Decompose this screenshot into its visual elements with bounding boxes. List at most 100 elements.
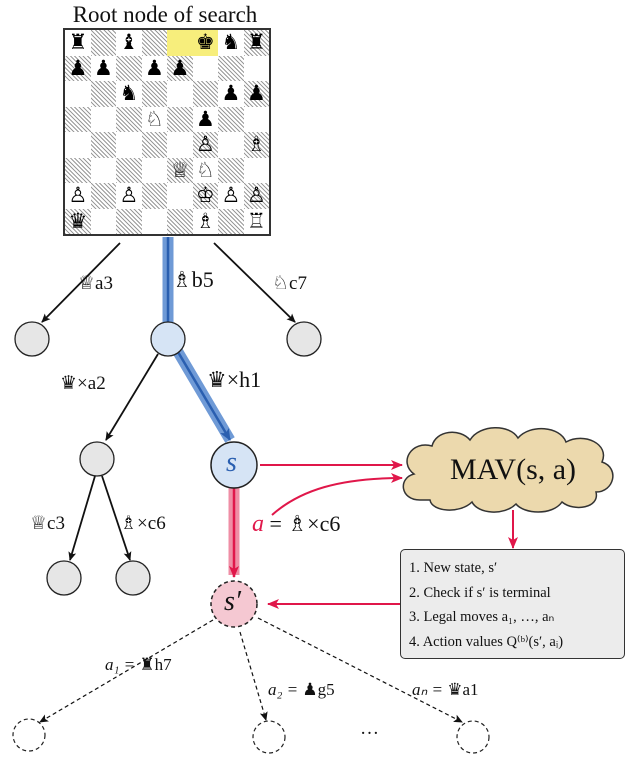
board-square <box>116 132 142 158</box>
black-knight-icon: ♞ <box>218 30 244 56</box>
info-item-new-state: 1. New state, s′ <box>409 560 498 576</box>
white-pawn-icon: ♙ <box>65 183 91 209</box>
board-square <box>192 81 219 107</box>
info-item-legal-moves: 3. Legal moves a₁, …, aₙ <box>409 609 555 625</box>
mav-label: MAV(s, a) <box>449 453 577 486</box>
mav-output-box: 1. New state, s′ 2. Check if s′ is termi… <box>400 549 625 659</box>
white-pawn-icon: ♙ <box>243 183 270 209</box>
board-square <box>218 106 244 133</box>
node-nc7 <box>286 321 322 357</box>
board-square <box>141 30 168 56</box>
board-square <box>141 132 168 158</box>
board-square <box>116 157 142 184</box>
board-square <box>141 157 168 184</box>
board-square <box>218 157 244 184</box>
node-an <box>456 720 490 754</box>
mav-cloud <box>402 427 614 513</box>
board-square <box>116 208 142 235</box>
board-title: Root node of search <box>72 2 258 27</box>
board-square <box>218 208 244 235</box>
edge-label-qa3: ♕a3 <box>78 272 113 294</box>
black-knight-icon: ♞ <box>116 81 142 107</box>
white-bishop-icon: ♗ <box>192 208 219 235</box>
board-square <box>65 157 91 184</box>
white-knight-icon: ♘ <box>141 106 168 133</box>
edge-label-bb5: ♗b5 <box>172 267 214 293</box>
node-bxc6 <box>115 560 151 596</box>
board-square <box>167 183 193 209</box>
white-king-icon: ♔ <box>192 183 219 209</box>
action-label: a = ♗×c6 <box>252 511 341 537</box>
node-bb5 <box>150 321 186 357</box>
black-queen-icon: ♛ <box>65 208 91 235</box>
board-square <box>167 30 193 56</box>
edge-b5-left <box>105 353 159 441</box>
black-pawn-icon: ♟ <box>65 55 91 82</box>
board-square <box>90 208 117 235</box>
white-queen-icon: ♕ <box>167 157 193 184</box>
edge-label-nc7: ♘c7 <box>272 272 307 294</box>
node-s <box>210 441 258 489</box>
edge-gc-left <box>68 475 96 561</box>
board-square <box>65 132 91 158</box>
black-pawn-icon: ♟ <box>167 55 193 82</box>
board-square <box>167 106 193 133</box>
board-square <box>141 183 168 209</box>
edge-root-right <box>213 242 296 323</box>
board-square <box>218 55 244 82</box>
edge-label-qxa2: ♛×a2 <box>60 372 106 394</box>
child-label-a2: a₂ = ♟g5 <box>268 680 335 700</box>
child-label-an: aₙ = ♛a1 <box>412 680 479 700</box>
edge-sprime-a2 <box>239 631 268 721</box>
node-s-prime-label: s′ <box>224 586 242 617</box>
board-square <box>167 81 193 107</box>
edge-label-bxc6: ♗×c6 <box>120 512 166 534</box>
board-square <box>116 55 142 82</box>
board-square <box>141 208 168 235</box>
edge-sprime-a1 <box>39 619 214 723</box>
black-rook-icon: ♜ <box>65 30 91 56</box>
board-square <box>65 106 91 133</box>
board-square <box>243 55 270 82</box>
white-pawn-icon: ♙ <box>116 183 142 209</box>
edge-label-qc3: ♕c3 <box>30 512 65 534</box>
arrow-action-to-mav <box>271 473 403 516</box>
white-pawn-icon: ♙ <box>192 132 219 158</box>
board-square <box>90 106 117 133</box>
child-label-a1: a₁ = ♜h7 <box>105 655 172 675</box>
black-pawn-icon: ♟ <box>141 55 168 82</box>
node-a2 <box>252 720 286 754</box>
node-qa3 <box>14 321 50 357</box>
board-square <box>116 106 142 133</box>
board-square <box>90 183 117 209</box>
node-s-label: s <box>226 447 237 478</box>
white-rook-icon: ♖ <box>243 208 270 235</box>
board-square <box>192 55 219 82</box>
black-king-icon: ♚ <box>192 30 219 56</box>
board-square <box>65 81 91 107</box>
info-item-action-values: 4. Action values Q⁽ᵇ⁾(s′, aᵢ) <box>409 633 564 650</box>
black-rook-icon: ♜ <box>243 30 270 56</box>
board-square <box>167 132 193 158</box>
white-knight-icon: ♘ <box>192 157 219 184</box>
edge-label-qxh1: ♛×h1 <box>207 367 262 393</box>
node-s-prime <box>210 580 258 628</box>
black-bishop-icon: ♝ <box>116 30 142 56</box>
edge-gc-right <box>101 475 132 561</box>
info-item-terminal: 2. Check if s′ is terminal <box>409 584 551 601</box>
more-children-ellipsis: … <box>360 718 379 739</box>
board-square <box>218 132 244 158</box>
board-square <box>167 208 193 235</box>
board-square <box>90 132 117 158</box>
chess-board: ♜♝♚♞♜♟♟♟♟♞♟♟♘♟♙♗♕♘♙♙♔♙♙♛♗♖ <box>63 28 271 236</box>
board-square <box>141 81 168 107</box>
edge-sprime-an <box>257 617 463 723</box>
node-qc3 <box>46 560 82 596</box>
black-pawn-icon: ♟ <box>218 81 244 107</box>
node-qxa2 <box>79 441 115 477</box>
black-pawn-icon: ♟ <box>90 55 117 82</box>
board-square <box>243 106 270 133</box>
board-square <box>90 81 117 107</box>
node-a1 <box>12 718 46 752</box>
